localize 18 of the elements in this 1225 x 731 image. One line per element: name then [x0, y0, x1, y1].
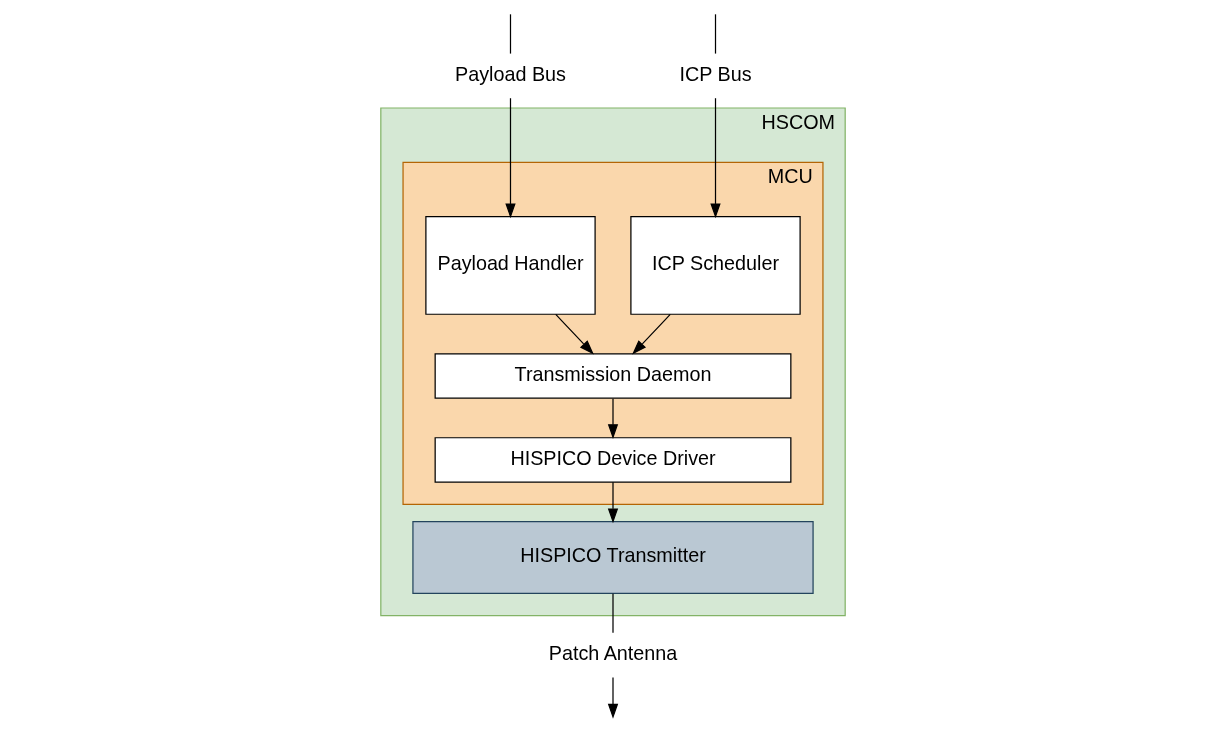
node-text: ICP Bus	[678, 62, 752, 85]
node-box: ICP Scheduler	[629, 216, 801, 315]
connector	[509, 13, 511, 55]
node-box: HISPICO Device Driver	[434, 437, 791, 483]
node-text: Payload Bus	[454, 62, 566, 85]
arrow	[607, 676, 618, 719]
connector	[714, 13, 716, 55]
arrow	[554, 313, 594, 355]
node-box: Transmission Daemon	[434, 353, 791, 399]
arrow	[607, 481, 618, 524]
node-box: Payload Handler	[424, 216, 596, 315]
arrow	[607, 398, 618, 440]
connector	[611, 593, 614, 634]
arrow	[504, 97, 516, 219]
arrow	[631, 313, 671, 355]
node-text: Patch Antenna	[548, 641, 677, 664]
node-box: HISPICO Transmitter	[411, 521, 814, 594]
arrow	[709, 97, 721, 219]
